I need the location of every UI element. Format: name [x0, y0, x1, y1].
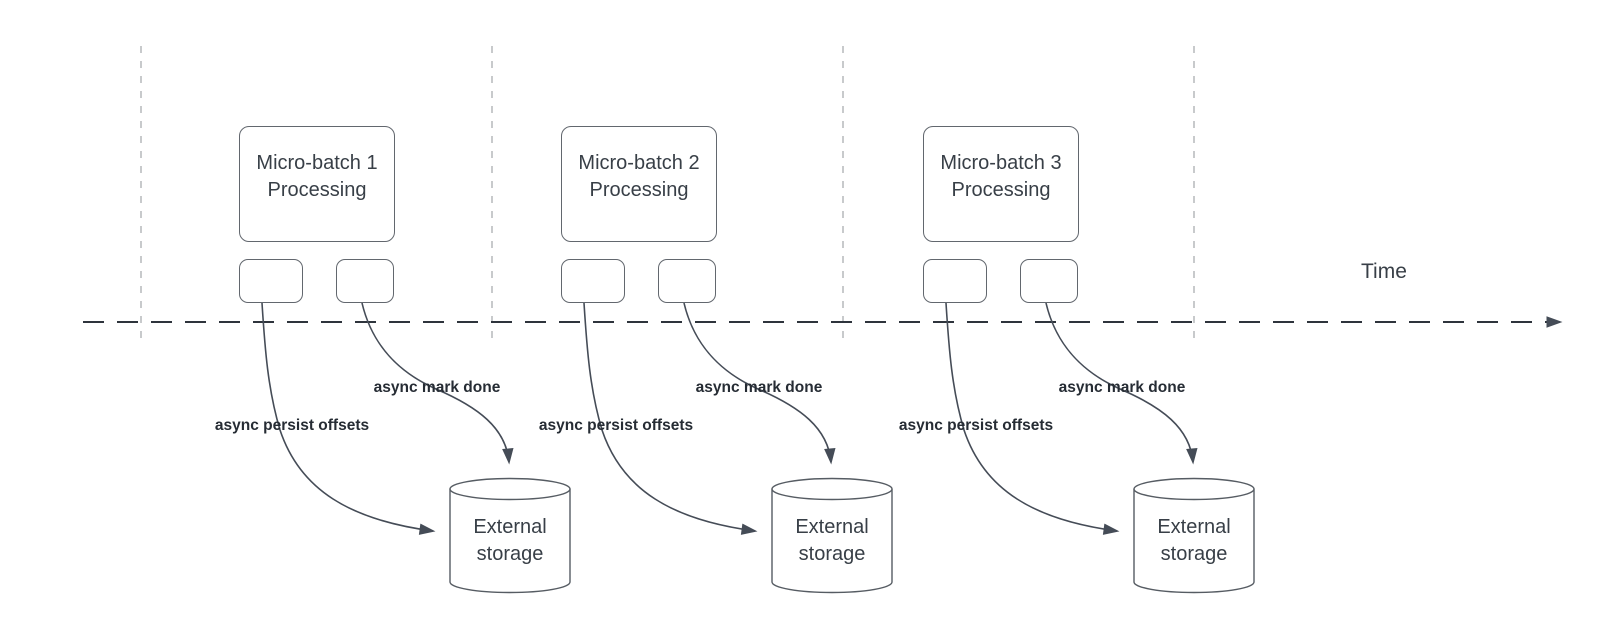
micro-batch-3-processing-box: Micro-batch 3 Processing	[923, 126, 1079, 242]
mark-done-task-box-3	[1020, 259, 1078, 303]
async-persist-offsets-arrow-1	[261, 302, 436, 535]
external-storage-cylinder-1	[449, 477, 571, 594]
micro-batch-2-subtitle: Processing	[589, 179, 689, 201]
mark-done-task-box-1	[336, 259, 394, 303]
offset-task-box-1	[239, 259, 303, 303]
micro-batch-1-subtitle: Processing	[267, 179, 367, 201]
external-storage-label-3-line1: External	[1157, 516, 1231, 538]
external-storage-label-2-line2: storage	[798, 543, 866, 565]
external-storage-label-1: External storage	[450, 514, 570, 568]
external-storage-label-2: External storage	[772, 514, 892, 568]
micro-batch-3-subtitle: Processing	[951, 179, 1051, 201]
external-storage-label-3-line2: storage	[1160, 543, 1228, 565]
async-mark-done-arrow-1	[361, 302, 514, 465]
async-mark-done-arrow-2	[683, 302, 836, 465]
offset-task-box-2	[561, 259, 625, 303]
external-storage-label-3: External storage	[1134, 514, 1254, 568]
time-axis-label: Time	[1361, 260, 1407, 283]
external-storage-cylinder-3	[1133, 477, 1255, 594]
async-persist-offsets-arrow-3	[945, 302, 1120, 535]
micro-batch-2-processing-box: Micro-batch 2 Processing	[561, 126, 717, 242]
mark-done-task-box-2	[658, 259, 716, 303]
external-storage-label-1-line2: storage	[476, 543, 544, 565]
micro-batch-2-title: Micro-batch 2	[578, 152, 700, 174]
offset-task-box-3	[923, 259, 987, 303]
external-storage-label-2-line1: External	[795, 516, 869, 538]
micro-batch-1-title: Micro-batch 1	[256, 152, 378, 174]
async-persist-offsets-arrow-2	[583, 302, 758, 535]
async-persist-offsets-label-1: async persist offsets	[214, 417, 370, 434]
async-mark-done-label-2: async mark done	[695, 379, 823, 396]
micro-batch-1-processing-box: Micro-batch 1 Processing	[239, 126, 395, 242]
external-storage-cylinder-2	[771, 477, 893, 594]
async-mark-done-label-3: async mark done	[1058, 379, 1186, 396]
async-mark-done-label-1: async mark done	[373, 379, 501, 396]
external-storage-label-1-line1: External	[473, 516, 547, 538]
micro-batch-3-title: Micro-batch 3	[940, 152, 1062, 174]
async-mark-done-arrow-3	[1045, 302, 1198, 465]
async-persist-offsets-label-3: async persist offsets	[898, 417, 1054, 434]
async-persist-offsets-label-2: async persist offsets	[538, 417, 694, 434]
